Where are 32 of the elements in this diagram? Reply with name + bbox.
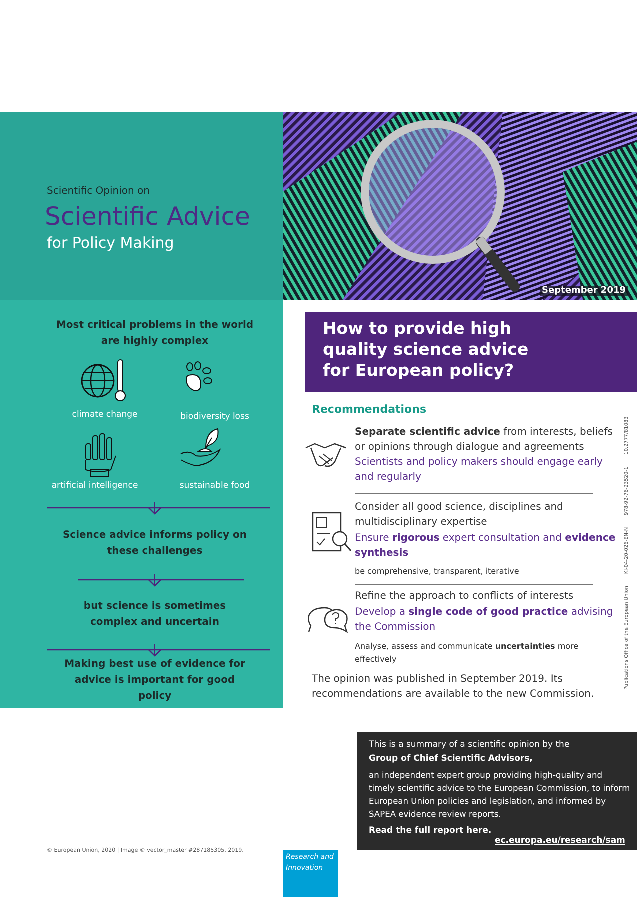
recommendation-note: be comprehensive, transparent, iterative — [355, 566, 520, 578]
question-heading: How to provide high quality science advice for European policy? — [323, 318, 530, 381]
recommendation-text: Consider all good science, disciplines and multidisciplinary expertise — [355, 501, 564, 530]
statement-text: Science advice informs policy on these challenges — [62, 529, 248, 559]
section-heading: Recommendations — [312, 403, 426, 416]
title: Scientific Advice — [45, 202, 250, 231]
recommendation-text: Scientists and policy makers should engage early and regularly — [355, 456, 604, 485]
chevron-arrow — [148, 502, 162, 515]
chevron-arrow — [148, 574, 162, 587]
subtitle: Scientific Opinion on — [47, 186, 150, 197]
subtitle: for Policy Making — [47, 234, 174, 252]
recommendation-note: Analyse, assess and communicate uncertainties more effectively — [355, 641, 580, 666]
report-prompt: Read the full report here. — [369, 826, 492, 836]
date-text: September 2019 — [540, 286, 628, 296]
statement-text: but science is sometimes complex and uncertain — [82, 600, 228, 630]
icon-caption: sustainable food — [178, 481, 252, 491]
summary-panel — [357, 732, 637, 850]
recommendation-text: Ensure rigorous expert consultation and evidence synthesis — [355, 532, 617, 561]
chevron-arrow — [148, 644, 162, 657]
icon-caption: artificial intelligence — [50, 481, 140, 491]
question-banner — [305, 312, 637, 392]
department-label — [283, 850, 338, 897]
closing-note: The opinion was published in September 2019. Its recommendations are available to the new Commission. — [312, 673, 596, 702]
icon-caption: climate change — [71, 410, 139, 420]
recommendation-text: Refine the approach to conflicts of interests — [355, 590, 575, 604]
statement-text: Making best use of evidence for advice is important for good policy — [64, 658, 246, 704]
web-link: ec.europa.eu/research/sam — [495, 836, 626, 846]
statement-heading: Most critical problems in the world are highly complex — [55, 319, 255, 349]
icon-caption: biodiversity loss — [180, 412, 250, 422]
summary-text: an independent expert group providing high-quality and timely scientific advice to the European Commission, to inform European Union policies and legislation, and informed by SAPEA evidence review reports. — [369, 769, 631, 821]
recommendation-text: Separate scientific advice from interests, beliefs or opinions through dialogue and agreements — [355, 426, 614, 455]
recommendation-text: Develop a single code of good practice advising the Commission — [355, 606, 614, 635]
